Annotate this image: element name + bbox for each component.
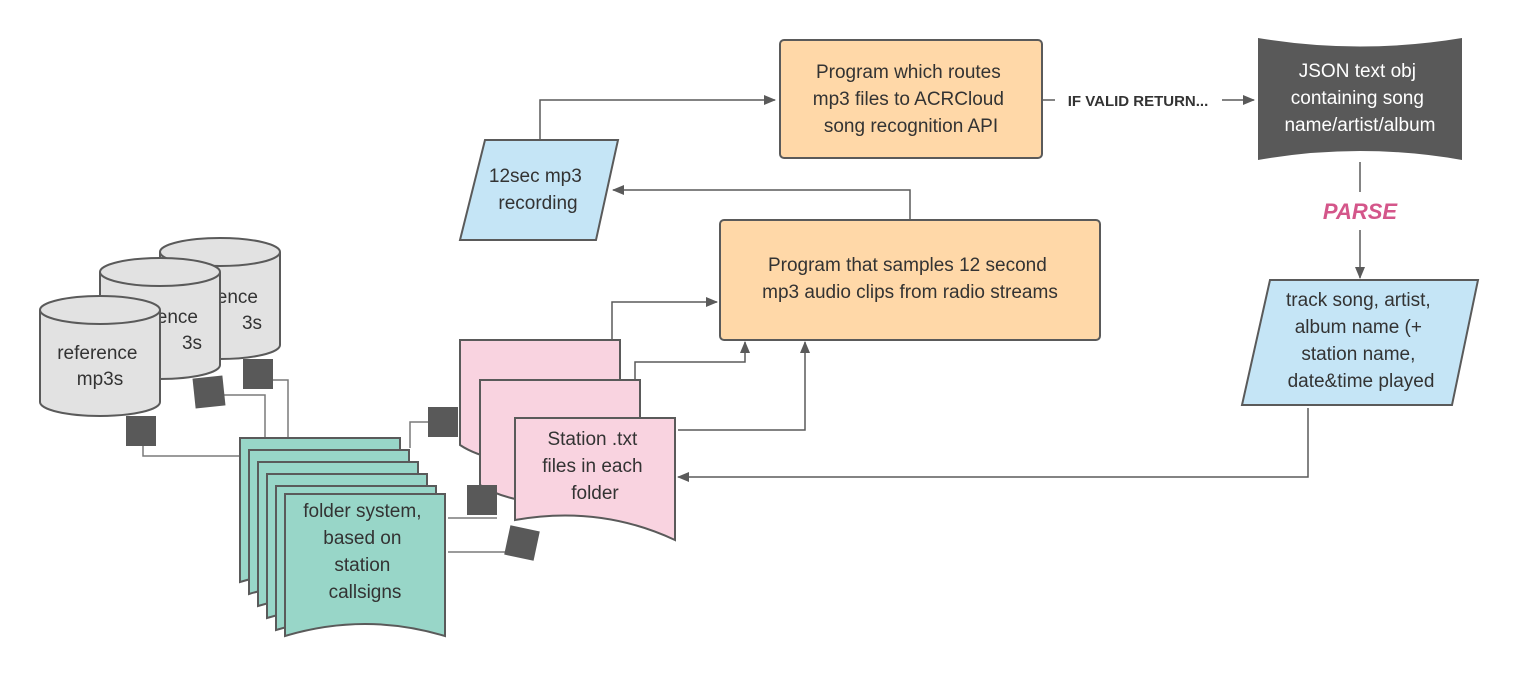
- link-anchors: [126, 359, 540, 561]
- edge-sampler-to-recording: [612, 185, 911, 220]
- recording-label: 12sec mp3 recording: [489, 166, 587, 214]
- link-anchor: [504, 525, 540, 561]
- link-db-front-to-folders: [142, 440, 240, 457]
- reference-db-front-label: reference mp3s: [57, 343, 143, 390]
- link-anchor: [428, 407, 458, 437]
- route-program-label: Program which routes mp3 files to ACRClo…: [813, 62, 1009, 137]
- edge-recording-to-route-program: [539, 95, 776, 140]
- folder-system-label: folder system, based on station callsign…: [303, 501, 427, 603]
- link-anchor: [192, 375, 226, 409]
- valid-return-label: IF VALID RETURN...: [1068, 93, 1209, 110]
- link-anchor: [126, 416, 156, 446]
- reference-db-back-label: ence 3s: [217, 287, 263, 334]
- reference-db-mid-label: ence 3s: [157, 307, 203, 354]
- parse-label: PARSE: [1323, 199, 1398, 224]
- edge-station-b-to-sampler: [634, 341, 750, 382]
- edge-track-to-station-files: [677, 408, 1309, 482]
- json-doc-label: JSON text obj containing song name/artis…: [1284, 61, 1435, 136]
- recording-node: 12sec mp3 recording: [458, 139, 620, 241]
- route-program-node: Program which routes mp3 files to ACRClo…: [779, 39, 1043, 159]
- json-doc-node: JSON text obj containing song name/artis…: [1258, 38, 1462, 160]
- reference-db-front: reference mp3s: [39, 295, 161, 417]
- track-info-label: track song, artist, album name (+ statio…: [1286, 290, 1436, 392]
- edge-station-c-to-sampler: [678, 341, 810, 431]
- edge-station-a-to-sampler: [611, 297, 718, 340]
- link-folders-to-station-a: [409, 421, 434, 448]
- link-anchor: [467, 485, 497, 515]
- station-files-stack: Station .txt files in each folder: [459, 339, 676, 542]
- link-anchor: [243, 359, 273, 389]
- folder-system-stack: folder system, based on station callsign…: [239, 437, 446, 638]
- sampler-label: Program that samples 12 second mp3 audio…: [762, 255, 1058, 303]
- sampler-node: Program that samples 12 second mp3 audio…: [719, 219, 1101, 341]
- track-info-node: track song, artist, album name (+ statio…: [1240, 279, 1480, 406]
- station-files-label: Station .txt files in each folder: [542, 429, 648, 504]
- link-db-mid-to-folders: [209, 394, 266, 452]
